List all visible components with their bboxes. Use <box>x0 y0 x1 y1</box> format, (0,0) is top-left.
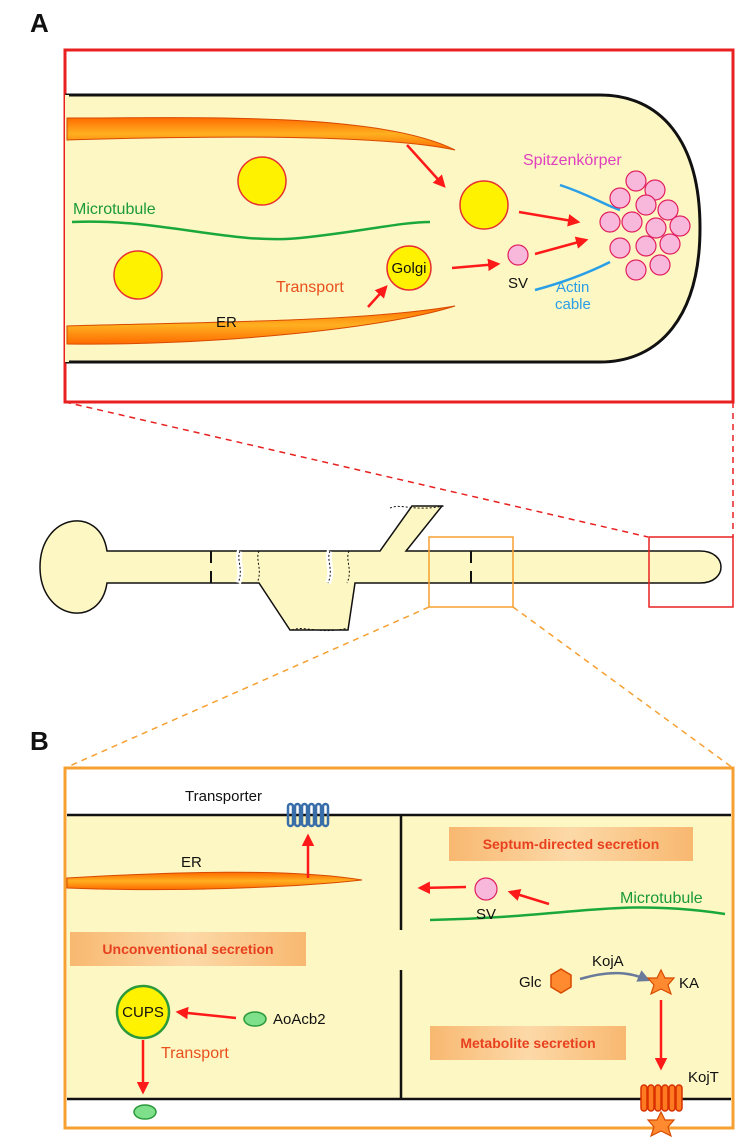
arrow <box>367 285 388 308</box>
sv-label: SV <box>476 906 496 923</box>
zoom-box-tip <box>648 536 734 608</box>
kojic-acid-icon <box>646 968 676 996</box>
microtubule-label: Microtubule <box>73 201 156 218</box>
microtubule <box>71 220 431 241</box>
actin-label-2: cable <box>555 296 591 313</box>
cups-compartment <box>115 984 171 1040</box>
arrow <box>406 144 446 188</box>
arrow <box>518 210 581 227</box>
transporter <box>286 802 330 828</box>
kojic-acid-secreted-icon <box>646 1110 676 1138</box>
actin-cable <box>559 183 621 212</box>
arrow <box>534 236 589 256</box>
zoom-line <box>64 606 430 769</box>
transport-label: Transport <box>276 279 344 296</box>
er-label: ER <box>216 314 237 331</box>
glucose-icon <box>550 968 572 994</box>
golgi-label: Golgi <box>391 260 426 277</box>
arrow <box>175 1006 237 1020</box>
panel-a-letter: A <box>30 8 49 38</box>
metabolite-secretion-label: Metabolite secretion <box>460 1035 595 1051</box>
actin-label-1: Actin <box>556 279 589 296</box>
arrow <box>451 258 501 272</box>
hypha-overview <box>39 505 722 632</box>
arrow <box>507 888 550 906</box>
unconventional-secretion-label: Unconventional secretion <box>102 941 273 957</box>
hyphal-tip <box>65 93 702 364</box>
kojt-transporter <box>640 1084 683 1112</box>
microtubule <box>429 906 726 922</box>
aoacb2-secreted <box>133 1104 157 1120</box>
ka-label: KA <box>679 975 699 992</box>
golgi-body <box>386 245 432 291</box>
zoom-line <box>64 401 649 538</box>
golgi-body <box>113 250 163 300</box>
er <box>66 871 363 891</box>
golgi-body <box>237 156 287 206</box>
cups-label: CUPS <box>122 1004 164 1021</box>
spitzenkorper-cluster <box>599 170 691 281</box>
metabolite-secretion-box <box>430 1026 626 1060</box>
zoom-line <box>512 606 734 769</box>
transporter-label: Transporter <box>185 788 262 805</box>
arrow <box>417 881 467 895</box>
secretory-vesicle <box>507 244 529 266</box>
septum-secretion-box <box>449 827 693 861</box>
panel-b-letter: B <box>30 726 49 756</box>
er-bottom <box>66 305 456 345</box>
septum-secretion-label: Septum-directed secretion <box>483 836 660 852</box>
glc-label: Glc <box>519 974 542 991</box>
er-label: ER <box>181 854 202 871</box>
unconventional-secretion-box <box>70 932 306 966</box>
golgi-body <box>459 180 509 230</box>
actin-cable <box>534 260 611 292</box>
transport-label: Transport <box>161 1045 229 1062</box>
kojt-label: KojT <box>688 1069 719 1086</box>
aoacb2-protein <box>243 1011 267 1027</box>
zoom-box-septum <box>428 536 514 608</box>
aoacb2-label: AoAcb2 <box>273 1011 326 1028</box>
microtubule-label: Microtubule <box>620 890 703 907</box>
enzyme-arrow <box>579 970 651 982</box>
secretory-vesicle <box>474 877 498 901</box>
sv-label: SV <box>508 275 528 292</box>
er-top <box>66 117 456 151</box>
spitzenkorper-label: Spitzenkörper <box>523 152 622 169</box>
koja-label: KojA <box>592 953 624 970</box>
